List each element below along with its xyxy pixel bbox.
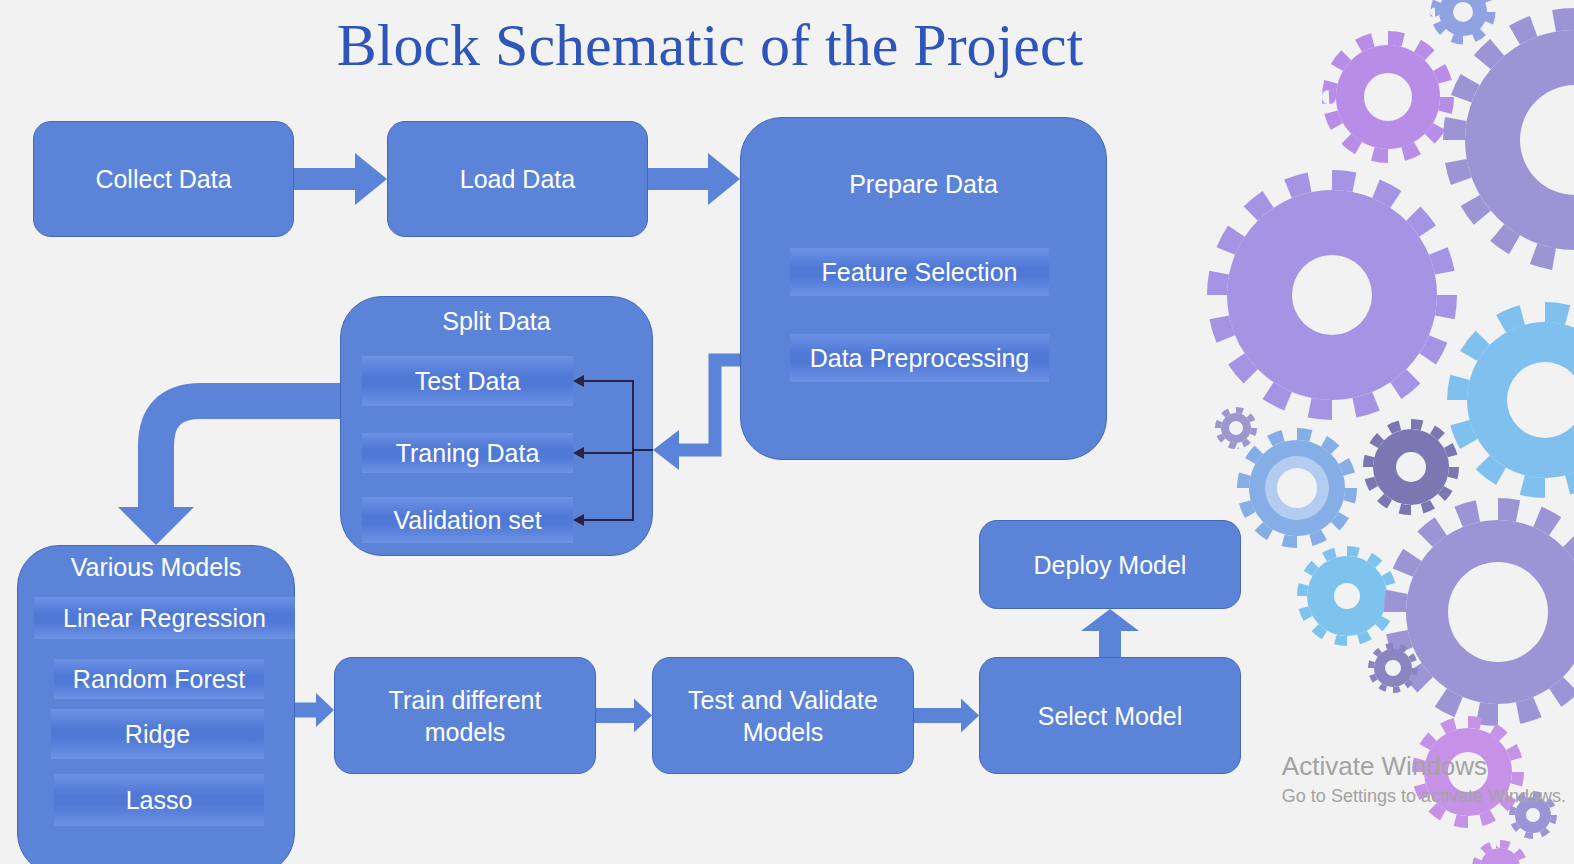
box-label: Feature Selection — [822, 256, 1018, 288]
gear — [1371, 646, 1415, 690]
gear — [1243, 434, 1351, 542]
list-item-box: Traning Data — [362, 433, 573, 473]
arrow-head — [573, 375, 584, 387]
watermark-text: Activate Windows — [1282, 748, 1566, 784]
process-box: Select Model — [979, 657, 1241, 774]
box-label: Ridge — [125, 718, 190, 750]
arrow-head — [1081, 609, 1139, 631]
gear — [1217, 180, 1447, 410]
gear — [1302, 551, 1392, 641]
group-box: Prepare DataFeature SelectionData Prepro… — [740, 117, 1107, 460]
arrow-shaft — [648, 168, 709, 190]
list-item-box: Validation set — [362, 497, 573, 543]
arrow-shaft — [294, 168, 356, 190]
connector-arrow — [295, 693, 334, 727]
box-label: Lasso — [126, 784, 193, 816]
group-box: Various ModelsLinear RegressionRandom Fo… — [17, 545, 295, 864]
box-label: Test Data — [415, 365, 521, 397]
arrow-head — [708, 153, 740, 205]
connector-arrow — [596, 699, 652, 733]
arrow-shaft — [678, 360, 740, 450]
box-label: Linear Regression — [63, 602, 266, 634]
process-box: Test and Validate Models — [652, 657, 914, 774]
arrow-shaft — [596, 708, 635, 723]
box-label: Traning Data — [396, 437, 540, 469]
arrow-shaft — [1099, 630, 1121, 657]
arrow-head — [355, 153, 387, 205]
group-heading: Various Models — [18, 551, 294, 583]
connector-arrow — [648, 153, 740, 205]
list-item-box: Data Preprocessing — [790, 334, 1049, 382]
connector-arrow — [653, 360, 740, 470]
connector-arrow — [914, 699, 979, 733]
box-label: Train different models — [345, 684, 585, 748]
connector-arrow — [1081, 609, 1139, 657]
arrow-shaft — [295, 703, 317, 718]
box-label: Collect Data — [95, 163, 231, 195]
list-item-box: Feature Selection — [790, 248, 1049, 296]
connector-arrow — [573, 375, 653, 450]
arrow-head — [573, 514, 584, 526]
box-label: Load Data — [460, 163, 575, 195]
box-label: Select Model — [1038, 700, 1183, 732]
gear — [1329, 38, 1447, 156]
connector-arrow — [573, 447, 653, 459]
connector-arrow — [118, 401, 340, 545]
watermark: Activate WindowsGo to Settings to activa… — [1282, 748, 1566, 810]
arrow-head — [573, 447, 584, 459]
gear — [1454, 19, 1574, 261]
list-item-box: Random Forest — [54, 659, 264, 699]
box-label: Deploy Model — [1034, 549, 1187, 581]
arrow-head — [316, 693, 334, 727]
list-item-box: Ridge — [51, 709, 264, 759]
arrow-head — [961, 699, 979, 733]
box-label: Test and Validate Models — [663, 684, 903, 748]
arrow-shaft — [583, 450, 653, 520]
arrow-head — [653, 430, 679, 470]
arrow-shaft — [583, 381, 653, 450]
list-item-box: Linear Regression — [34, 597, 295, 639]
box-label: Data Preprocessing — [810, 342, 1030, 374]
gear — [1457, 312, 1574, 488]
arrow-shaft — [914, 708, 962, 723]
group-box: Split DataTest DataTraning DataValidatio… — [340, 296, 653, 556]
arrow-shaft — [156, 401, 340, 508]
diagram-title: Block Schematic of the Project — [0, 11, 1420, 80]
arrow-head — [118, 507, 194, 545]
box-label: Random Forest — [73, 663, 245, 695]
box-label: Validation set — [393, 504, 541, 536]
group-heading: Prepare Data — [741, 168, 1106, 200]
gear — [1368, 424, 1454, 510]
connector-arrow — [294, 153, 387, 205]
gear — [1218, 410, 1254, 446]
gear — [1395, 509, 1574, 715]
watermark-text: Go to Settings to activate Windows. — [1282, 784, 1566, 809]
process-box: Train different models — [334, 657, 596, 774]
gear — [1435, 0, 1491, 40]
process-box: Deploy Model — [979, 520, 1241, 609]
list-item-box: Lasso — [54, 774, 264, 826]
list-item-box: Test Data — [362, 356, 573, 406]
process-box: Load Data — [387, 121, 648, 237]
group-heading: Split Data — [341, 305, 652, 337]
connector-arrow — [573, 450, 653, 526]
arrow-head — [634, 699, 652, 733]
process-box: Collect Data — [33, 121, 294, 237]
gear — [1476, 844, 1524, 864]
